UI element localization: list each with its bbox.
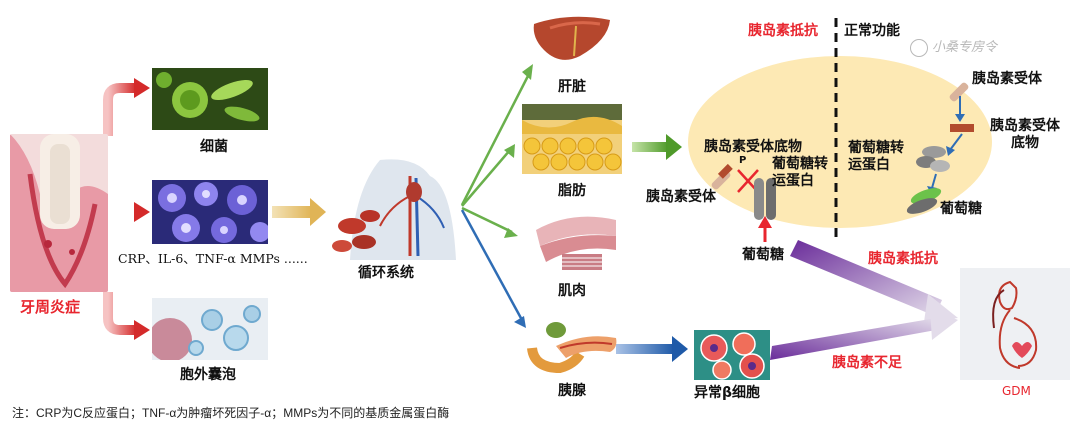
vesicles-image — [152, 298, 268, 360]
liver-image — [530, 10, 614, 68]
liver-label: 肝脏 — [558, 79, 586, 95]
fat-to-cell-arrow — [632, 134, 682, 160]
watermark-seal-icon — [910, 38, 928, 57]
muscle-label: 肌肉 — [558, 283, 586, 299]
right-insulin-receptor-icon — [946, 82, 974, 156]
pathway-resistance-label: 胰岛素抵抗 — [868, 251, 938, 267]
muscle-image — [532, 210, 620, 274]
watermark: 小桑专房令 — [910, 36, 997, 57]
left-glucose-label: 葡萄糖 — [742, 247, 784, 263]
pancreas-image — [526, 318, 622, 376]
right-glut-label: 葡萄糖转运蛋白 — [848, 140, 904, 173]
cytokine-label: CRP、IL-6、TNF-α MMPs ...... — [118, 251, 308, 266]
bacteria-image — [152, 68, 268, 130]
phosphate-label: P — [739, 155, 747, 166]
source-label: 牙周炎症 — [20, 298, 81, 316]
right-substrate-label: 胰岛素受体底物 — [990, 118, 1060, 151]
pancreas-label: 胰腺 — [558, 383, 586, 399]
pancreas-to-beta-arrow — [616, 336, 688, 362]
right-receptor-label: 胰岛素受体 — [972, 71, 1042, 87]
red-branch-arrows — [103, 78, 150, 340]
cell-header-normal: 正常功能 — [844, 23, 900, 39]
circulation-image — [330, 156, 460, 260]
pathway-deficiency-label: 胰岛素不足 — [832, 355, 902, 371]
right-glucose-transporter-icon — [906, 146, 950, 214]
bacteria-label: 细菌 — [200, 139, 228, 155]
right-glucose-label: 葡萄糖 — [940, 201, 982, 217]
left-glucose-arrow — [758, 216, 772, 242]
beta-cell-image — [694, 330, 770, 380]
fat-image — [522, 104, 622, 174]
blue-arrow-circulation-pancreas — [460, 209, 524, 321]
left-glut-label: 葡萄糖转运蛋白 — [772, 156, 828, 189]
footnote: 注：CRP为C反应蛋白；TNF-α为肿瘤坏死因子-α；MMPs为不同的基质金属蛋… — [12, 406, 450, 420]
fat-label: 脂肪 — [558, 183, 586, 199]
cytokine-cells-image — [152, 180, 268, 244]
left-substrate-label: 胰岛素受体底物 — [704, 139, 802, 155]
watermark-text: 小桑专房令 — [932, 40, 998, 55]
gold-arrow — [272, 198, 326, 226]
circulation-label: 循环系统 — [358, 265, 414, 281]
gdm-pregnancy-image — [960, 268, 1070, 380]
gdm-label: GDM — [1002, 384, 1031, 398]
gum-inflammation-image — [10, 134, 108, 292]
cell-header-resistance: 胰岛素抵抗 — [748, 23, 818, 39]
purple-arrow-deficiency — [770, 308, 958, 360]
beta-cell-label: 异常β细胞 — [694, 385, 761, 401]
left-glucose-transporter-icon — [754, 178, 776, 220]
vesicles-label: 胞外囊泡 — [180, 367, 236, 383]
left-receptor-label: 胰岛素受体 — [646, 189, 716, 205]
green-arrows — [460, 71, 532, 234]
